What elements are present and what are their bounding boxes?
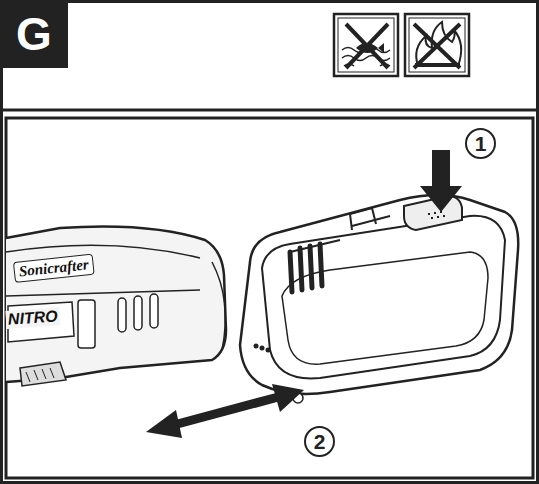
battery-pack <box>240 195 518 403</box>
callout-number: 1 <box>465 128 496 159</box>
slide-arrow <box>146 384 304 438</box>
callout-number: 2 <box>304 426 335 457</box>
tool-body <box>6 227 226 387</box>
no-fire-icon <box>405 14 469 76</box>
no-water-icon <box>334 14 398 76</box>
section-badge: G <box>0 0 68 68</box>
callout-text: 1 <box>475 133 487 154</box>
callout-text: 2 <box>314 431 326 452</box>
section-letter: G <box>16 11 52 57</box>
model-name: NITRO <box>5 307 60 328</box>
press-arrow <box>420 150 462 212</box>
